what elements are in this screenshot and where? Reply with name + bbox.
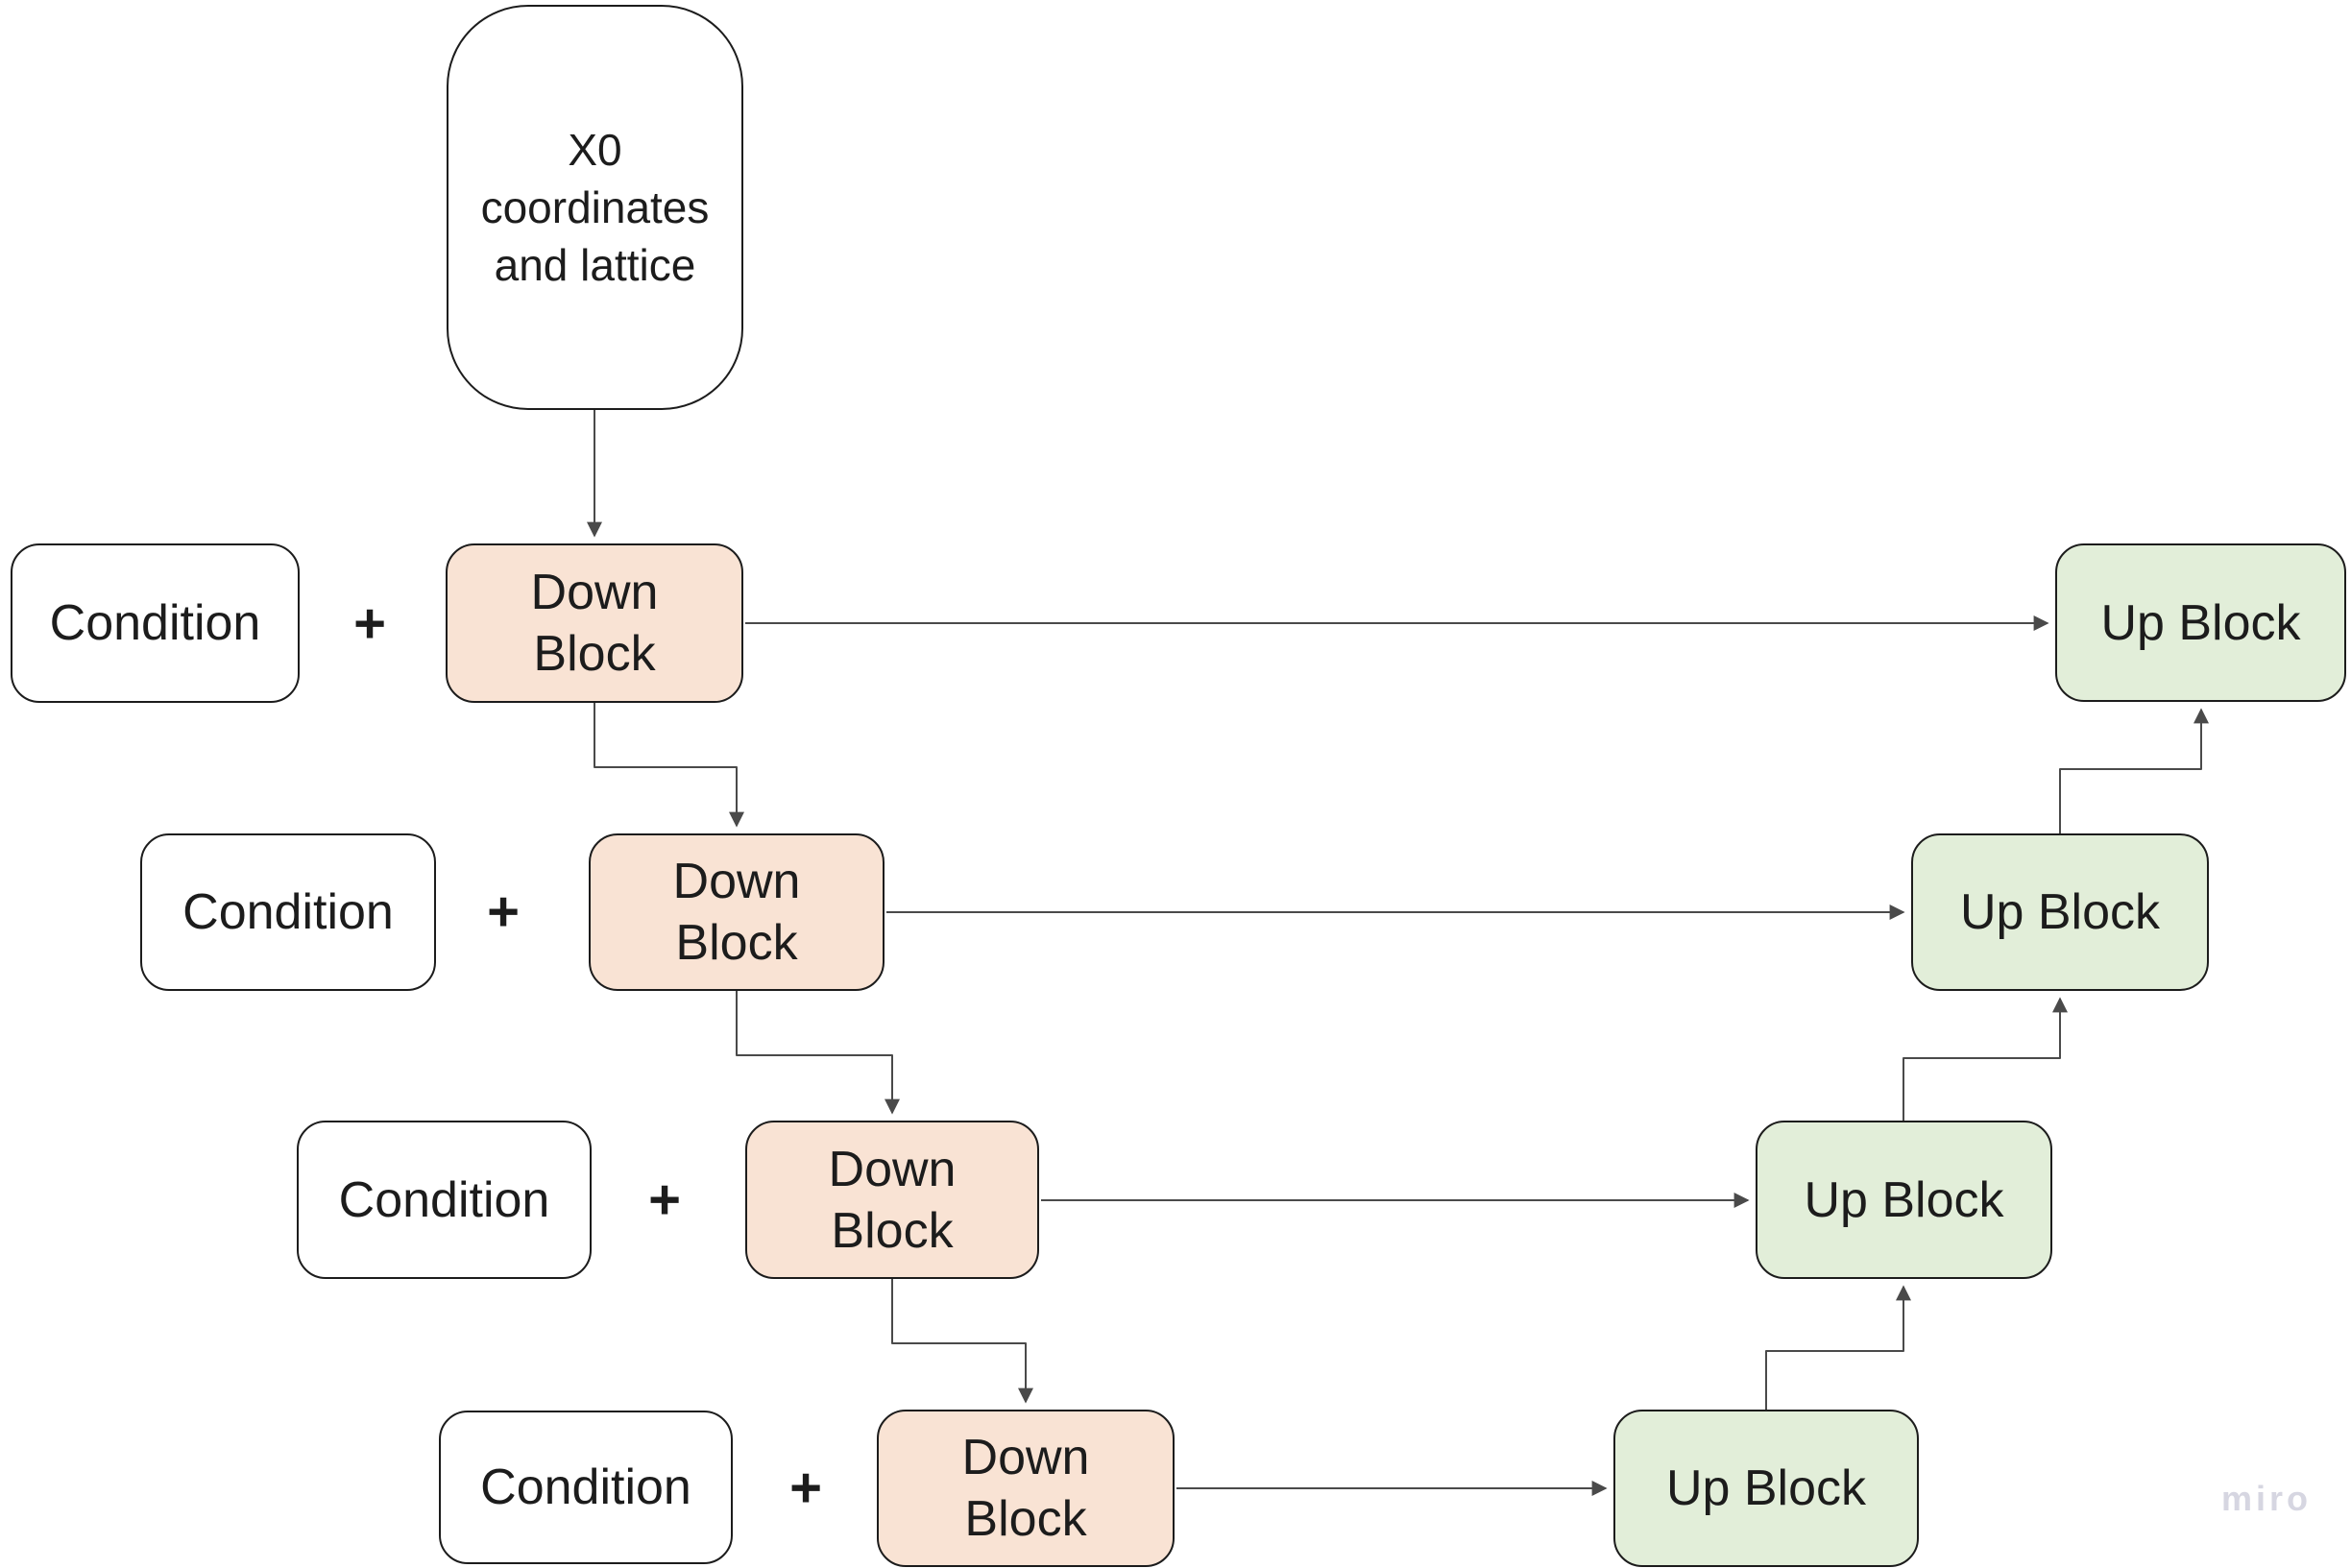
down-block-4-label: Block [964,1491,1087,1547]
plus-operator-2[interactable]: + [474,883,532,941]
plus-operator-1[interactable]: + [341,595,399,653]
condition-node-1[interactable]: Condition [11,543,300,703]
edge-down2-to-down3[interactable] [736,991,900,1115]
input-node-x0-label: coordinates [480,182,710,232]
edge-up2-to-up1[interactable] [2059,708,2209,833]
condition-node-4-label: Condition [480,1459,691,1515]
down-block-1-label: Down [530,565,659,620]
condition-node-4[interactable]: Condition [439,1411,733,1564]
condition-node-3-label: Condition [338,1171,550,1228]
up-block-4[interactable]: Up Block [1613,1410,1919,1567]
up-block-4-label: Up Block [1665,1460,1867,1516]
down-block-2-label: Block [675,915,798,971]
edge-down3-to-down4[interactable] [891,1279,1033,1404]
down-block-3-label: Down [828,1141,957,1197]
up-block-2-label: Up Block [1959,884,2161,940]
miro-watermark: miro [2221,1479,2313,1518]
plus-operator-2-label: + [487,880,520,943]
condition-node-3[interactable]: Condition [297,1121,592,1279]
input-node-x0[interactable]: X0 coordinates and lattice [447,5,743,410]
input-node-x0-label: X0 [568,125,622,175]
down-block-4-label: Down [961,1430,1090,1485]
plus-operator-4-label: + [789,1457,822,1519]
condition-node-2-label: Condition [182,884,394,940]
up-block-1-label: Up Block [2100,594,2301,651]
down-block-3-label: Block [831,1202,954,1259]
plus-operator-4[interactable]: + [777,1459,835,1517]
condition-node-2[interactable]: Condition [140,833,436,991]
plus-operator-3-label: + [648,1169,681,1231]
up-block-3[interactable]: Up Block [1756,1121,2052,1279]
up-block-1[interactable]: Up Block [2055,543,2346,702]
down-block-2-label: Down [672,854,801,909]
down-block-1-label: Block [533,626,656,682]
edge-up3-to-up2[interactable] [1903,997,2068,1121]
condition-node-1-label: Condition [49,595,261,651]
up-block-2[interactable]: Up Block [1911,833,2209,991]
edge-up4-to-up3[interactable] [1765,1285,1911,1410]
input-node-x0-label: and lattice [494,240,696,290]
edge-down1-to-down2[interactable] [594,703,744,828]
plus-operator-1-label: + [353,592,386,655]
plus-operator-3[interactable]: + [636,1171,693,1229]
up-block-3-label: Up Block [1804,1171,2004,1228]
